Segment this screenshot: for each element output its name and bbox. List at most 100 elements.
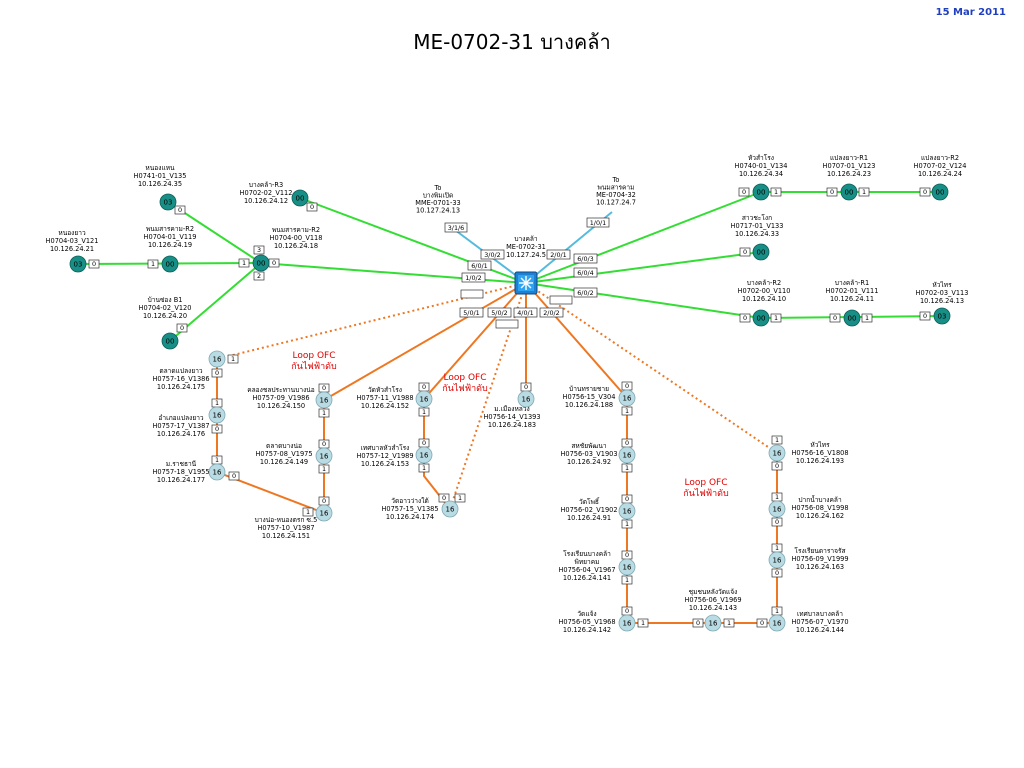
hub-port-0-box (467, 260, 492, 271)
node-t5-num: 00 (257, 260, 266, 268)
diagram-title: ME-0702-31 บางคล้า (413, 30, 611, 54)
node-r4-circle (315, 391, 333, 409)
node-t8-num: 00 (845, 189, 854, 197)
node-r20: 16 (768, 444, 786, 462)
node-t5-circle (252, 254, 270, 272)
hub-port-5-box (461, 272, 486, 283)
port-t11-16: 1 (774, 314, 778, 322)
node-r4-label-line-1: H0757-09_V1986 (252, 394, 309, 402)
node-r12-num: 16 (623, 452, 632, 460)
node-t3-label-line-1: H0704-03_V121 (46, 237, 99, 245)
node-t8-label-line-2: 10.126.24.23 (827, 170, 871, 178)
port-r14-46: 1 (625, 576, 629, 584)
hub-port-1-box (480, 249, 505, 260)
node-r19-circle (768, 500, 786, 518)
port-t4-3: 1 (151, 260, 155, 268)
port-t12-17: 0 (833, 314, 837, 322)
port-r3-24: 1 (215, 456, 219, 464)
port-r4-26: 0 (322, 384, 326, 392)
port-t13-19-box (919, 311, 931, 321)
node-r6-label-line-1: H0757-10_V1987 (257, 524, 314, 532)
port-r10-38: 0 (524, 383, 528, 391)
port-r8-35: 1 (422, 464, 426, 472)
node-r1-label-line-2: 10.126.24.175 (157, 383, 205, 391)
node-t13-label-line-0: หัวไทร (932, 281, 952, 289)
node-t5: 00 (252, 254, 270, 272)
node-r10-label-line-1: H0756-14_V1393 (483, 413, 540, 421)
node-r14-label-line-2: H0756-04_V1967 (558, 566, 615, 574)
node-t2-num: 00 (296, 195, 305, 203)
hub-port-3: 6/0/3 (577, 255, 594, 263)
node-r17-label-line-0: เทศบาลบางคล้า (797, 610, 843, 618)
node-t7: 00 (752, 183, 770, 201)
node-t1-label-line-1: H0741-01_V135 (134, 172, 187, 180)
node-r6-label-line-0: บางน่อ-หนองตรก ซ.5 (255, 516, 318, 524)
port-t5-4-box (253, 245, 265, 255)
node-r7-label-line-2: 10.126.24.152 (361, 402, 409, 410)
node-r1-num: 16 (213, 356, 222, 364)
node-r14-circle (618, 558, 636, 576)
node-r1-label-line-0: ตลาดแปลงยาว (159, 367, 203, 375)
port-r16-49-box (692, 618, 704, 628)
node-r6-circle (315, 504, 333, 522)
node-t13-num: 03 (938, 313, 947, 321)
port-t5-6: 0 (272, 259, 276, 267)
node-r19: 16 (768, 500, 786, 518)
loop-link-r20 (525, 282, 778, 454)
node-r7-num: 16 (420, 396, 429, 404)
port-t3-2-box (88, 259, 100, 269)
port-r1-20: 1 (231, 355, 235, 363)
hub-port-10-box (539, 307, 564, 318)
node-t2-circle (291, 189, 309, 207)
port-r2-23-box (211, 424, 223, 434)
node-r9-circle (441, 500, 459, 518)
hub-port-2-box (546, 249, 571, 260)
hub-port-5: 1/0/2 (465, 274, 482, 282)
port-r20-58-box (771, 435, 783, 445)
node-r11-label-line-0: บ้านทรายชาย (569, 385, 609, 393)
port-r6-31: 1 (306, 508, 310, 516)
port-r11-40-box (621, 406, 633, 416)
node-t2-label-line-0: บางคล้า-R3 (249, 181, 283, 189)
hub-port-blank-0-box (460, 289, 484, 299)
node-t12-label-line-0: บางคล้า-R1 (835, 279, 869, 287)
node-t7-circle (752, 183, 770, 201)
node-t10-num: 00 (757, 249, 766, 257)
hub-port-blank-2-box (549, 295, 573, 305)
node-t4-label-line-1: H0704-01_V119 (144, 233, 197, 241)
port-t7-10: 1 (774, 188, 778, 196)
node-t2-label-line-1: H0702-02_V112 (240, 189, 293, 197)
hub-port-blank-1-box (495, 319, 519, 329)
node-r5-label-line-2: 10.126.24.149 (260, 458, 308, 466)
link-hub-r11 (525, 282, 628, 399)
node-r16-circle (704, 614, 722, 632)
ring-bangkhla (626, 398, 778, 624)
node-t2-label-line-2: 10.126.24.12 (244, 197, 288, 205)
port-t7-9: 0 (742, 188, 746, 196)
port-r18-53: 0 (775, 569, 779, 577)
port-t1-0: 0 (178, 206, 182, 214)
node-r10-circle (517, 390, 535, 408)
node-t11-label-line-1: H0702-00_V110 (738, 287, 791, 295)
port-r7-33: 1 (422, 408, 426, 416)
node-r9-label-line-0: วัดอาวว่างใต้ (391, 497, 428, 505)
port-r19-55-box (771, 517, 783, 527)
port-r16-49: 0 (696, 619, 700, 627)
node-t12: 00 (843, 309, 861, 327)
node-r5: 16 (315, 447, 333, 465)
hub-port-12-box (586, 217, 610, 228)
node-r2-circle (208, 406, 226, 424)
hub-port-4-box (573, 267, 598, 278)
port-r8-35-box (418, 463, 430, 473)
